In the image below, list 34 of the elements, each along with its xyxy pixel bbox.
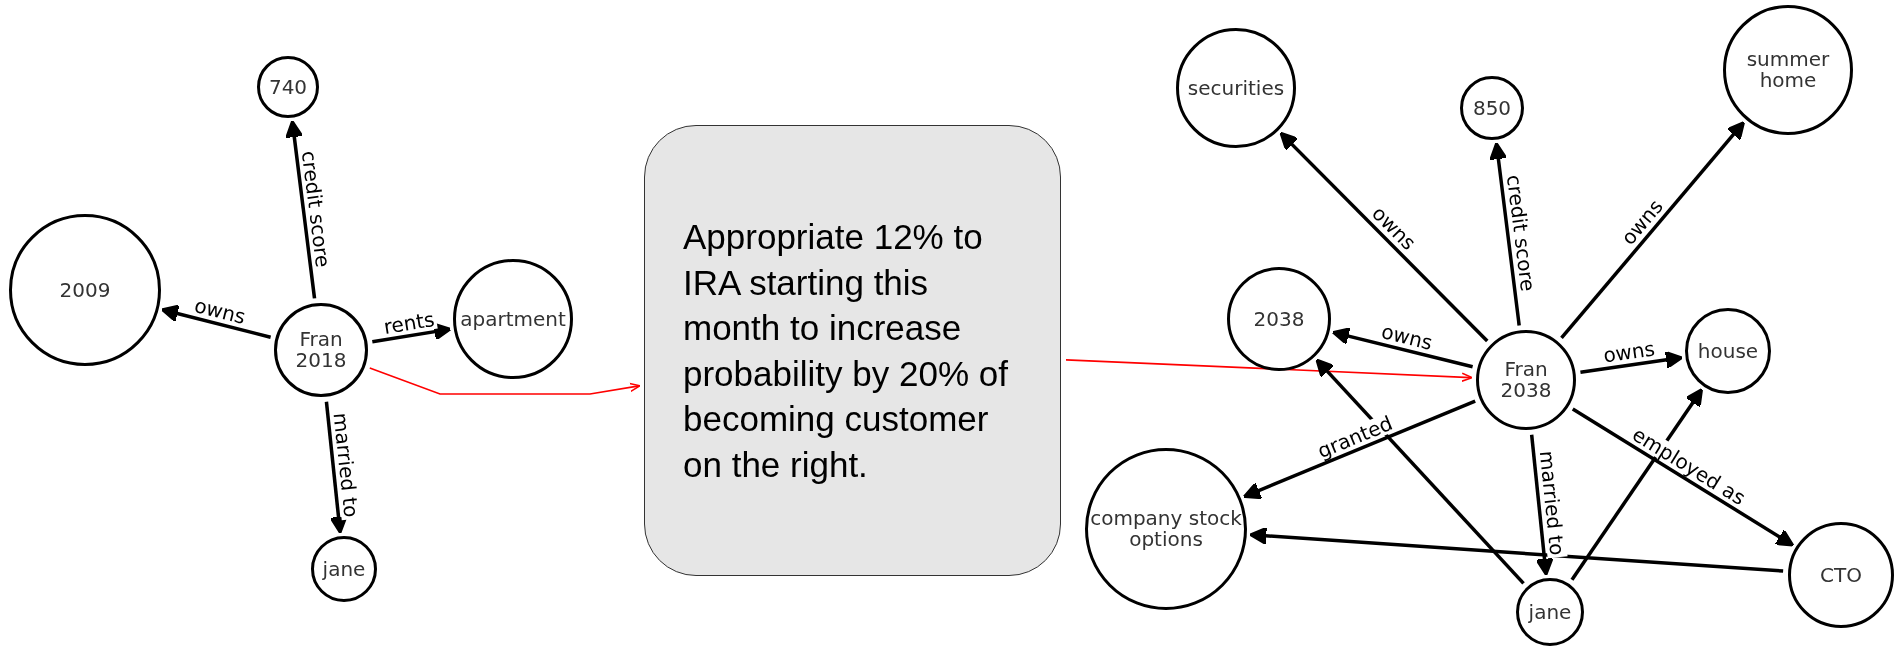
arrow	[324, 401, 348, 534]
arrow	[1529, 434, 1554, 576]
arrow	[368, 367, 641, 395]
arrow	[285, 119, 317, 299]
node-label: 2009	[59, 279, 111, 301]
node-label: house	[1697, 340, 1759, 362]
node-label: Fran 2038	[1499, 359, 1553, 401]
node-label: 2038	[1253, 308, 1305, 330]
node-label: company stock options	[1089, 508, 1243, 550]
node-label: 850	[1472, 97, 1512, 119]
arrow	[1580, 350, 1684, 374]
arrow	[1065, 359, 1473, 382]
arrow	[1489, 141, 1521, 326]
node-label: 740	[268, 76, 308, 98]
arrow	[1279, 131, 1489, 343]
arrow	[1315, 358, 1525, 585]
node-label: jane	[322, 558, 366, 580]
node-label: Fran 2018	[294, 329, 348, 371]
arrow	[372, 322, 452, 344]
arrow	[1242, 399, 1476, 500]
node-label: CTO	[1820, 564, 1862, 586]
note-text: Appropriate 12% to IRA starting this month to increase probability by 20% of becoming customer on the right.	[683, 216, 1009, 486]
arrow	[1571, 407, 1795, 547]
arrow	[1560, 121, 1746, 340]
arrow	[1570, 388, 1704, 581]
arrow	[160, 304, 272, 339]
arrow	[1331, 327, 1473, 369]
node-label: apartment	[460, 308, 566, 330]
note-box	[644, 125, 1061, 576]
circle-node	[1460, 76, 1524, 140]
node-label: securities	[1187, 77, 1285, 99]
node-label: summer home	[1745, 49, 1831, 91]
arrow	[1249, 526, 1784, 573]
node-label: jane	[1528, 601, 1572, 623]
